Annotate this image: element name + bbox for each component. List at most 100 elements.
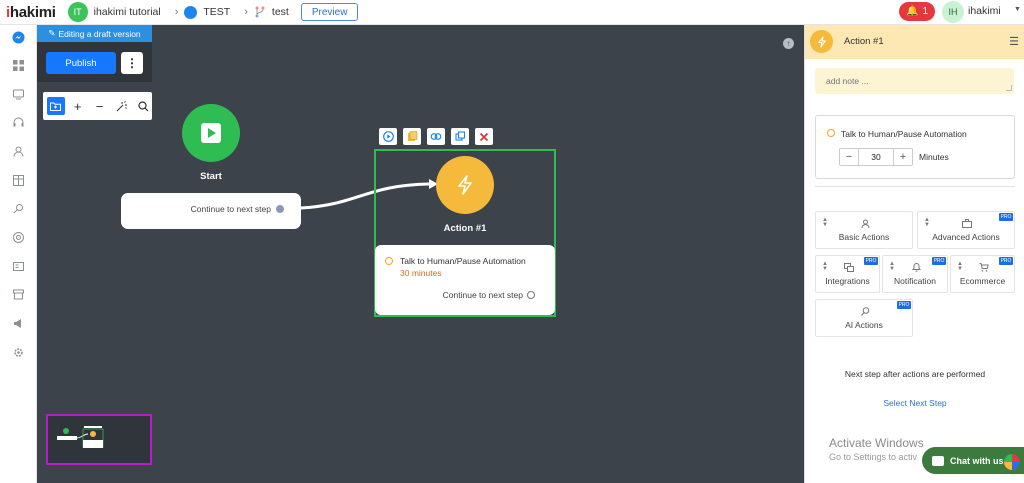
briefcase-icon (962, 218, 972, 228)
bolt-icon (810, 30, 833, 53)
arrow-up-icon[interactable]: ↑ (783, 38, 794, 49)
panel-title[interactable]: Action #1 (844, 36, 884, 47)
search-icon (860, 306, 870, 316)
dashboard-icon[interactable] (11, 58, 25, 72)
increment-button[interactable]: + (899, 151, 907, 163)
user-name[interactable]: ihakimi (968, 5, 1001, 17)
panel-header: Action #1 ☰ (805, 25, 1024, 59)
sort-arrows-icon: ▲▼ (957, 261, 963, 272)
start-label: Start (200, 171, 222, 182)
headset-icon[interactable] (11, 115, 25, 129)
more-options-icon[interactable]: ⋮ (121, 52, 143, 74)
pro-badge: PRO (999, 257, 1013, 265)
bell-icon (911, 262, 921, 272)
action-card[interactable]: Talk to Human/Pause Automation 30 minute… (375, 245, 555, 315)
category-label: AI Actions (845, 320, 883, 330)
decrement-button[interactable]: − (845, 151, 853, 163)
output-port[interactable] (276, 205, 284, 213)
add-folder-icon[interactable] (47, 97, 65, 115)
connection-edge (300, 179, 438, 210)
category-advanced-actions[interactable]: ▲▼ Advanced Actions PRO (917, 211, 1015, 249)
chat-icon (932, 455, 944, 466)
publish-bar: Publish ⋮ (37, 42, 152, 82)
search-icon[interactable] (134, 97, 152, 115)
pro-badge: PRO (864, 257, 878, 265)
category-notification[interactable]: ▲▼ Notification PRO (882, 255, 948, 293)
flow-icon (255, 6, 265, 18)
sort-arrows-icon: ▲▼ (822, 217, 828, 228)
category-basic-actions[interactable]: ▲▼ Basic Actions (815, 211, 913, 249)
talk-label: Talk to Human/Pause Automation (841, 129, 967, 139)
flows-icon[interactable] (11, 173, 25, 187)
broadcast-icon[interactable] (11, 316, 25, 330)
pause-icon (827, 129, 835, 137)
activate-windows-title: Activate Windows (829, 436, 924, 450)
inbox-icon[interactable] (11, 87, 25, 101)
zoom-out-icon[interactable]: − (95, 98, 104, 114)
app-logo[interactable]: ihakimi (6, 3, 56, 21)
select-next-step-link[interactable]: Select Next Step (883, 398, 947, 408)
breadcrumb-channel[interactable]: TEST (203, 6, 231, 18)
note-input[interactable] (815, 68, 1014, 94)
draft-banner-text: Editing a draft version (58, 28, 141, 39)
delete-icon[interactable] (475, 128, 493, 145)
notification-button[interactable]: 🔔 1 (899, 2, 935, 21)
flow-canvas[interactable]: ✎ Editing a draft version Publish ⋮ + − … (37, 25, 804, 483)
category-ecommerce[interactable]: ▲▼ Ecommerce PRO (950, 255, 1015, 293)
messenger-icon[interactable] (11, 30, 25, 44)
auto-arrange-icon[interactable] (112, 97, 130, 115)
messenger-icon (184, 5, 198, 19)
canvas-toolbar: + − (43, 92, 152, 120)
action-title: Talk to Human/Pause Automation (400, 256, 526, 266)
chat-label: Chat with us (950, 455, 1004, 466)
brand-badge-icon[interactable] (1004, 454, 1020, 470)
logo-text: hakimi (9, 3, 56, 21)
start-node[interactable] (182, 104, 240, 162)
notification-count: 1 (922, 6, 928, 17)
resize-handle-icon[interactable] (1006, 85, 1012, 91)
note-icon[interactable] (403, 128, 421, 145)
link-icon[interactable] (427, 128, 445, 145)
zoom-in-icon[interactable]: + (73, 98, 82, 114)
pro-badge: PRO (897, 301, 911, 309)
action-node[interactable] (436, 156, 494, 214)
hamburger-icon[interactable]: ☰ (1009, 36, 1019, 48)
sort-arrows-icon: ▲▼ (889, 261, 895, 272)
chevron-right-icon: › (244, 6, 248, 18)
start-next-step: Continue to next step (190, 204, 271, 214)
breadcrumb-workspace[interactable]: ihakimi tutorial (93, 6, 161, 18)
category-label: Integrations (825, 276, 870, 286)
bolt-icon (458, 175, 472, 195)
divider (815, 186, 1015, 187)
minutes-input[interactable] (858, 149, 894, 165)
play-circle-icon[interactable] (379, 128, 397, 145)
talk-to-human-box: Talk to Human/Pause Automation − + Minut… (815, 115, 1015, 179)
user-avatar[interactable]: IH (942, 1, 964, 23)
category-label: Basic Actions (838, 232, 890, 242)
chevron-down-icon[interactable]: ▼ (1014, 6, 1021, 13)
gear-icon[interactable] (11, 345, 25, 359)
user-icon (860, 218, 870, 228)
top-bar: ihakimi IT ihakimi tutorial › TEST › tes… (0, 0, 1024, 25)
category-label: Notification (893, 276, 937, 286)
start-card[interactable]: Continue to next step (121, 193, 301, 229)
duplicate-icon[interactable] (451, 128, 469, 145)
preview-button[interactable]: Preview (300, 3, 359, 21)
minimap[interactable] (46, 414, 152, 465)
settings-circle-icon[interactable] (11, 230, 25, 244)
publish-button[interactable]: Publish (46, 52, 116, 74)
tools-icon[interactable] (11, 201, 25, 215)
breadcrumb-flow[interactable]: test (271, 6, 289, 18)
media-icon[interactable] (11, 259, 25, 273)
contact-icon[interactable] (11, 144, 25, 158)
pro-badge: PRO (999, 213, 1013, 221)
workspace-avatar[interactable]: IT (67, 2, 88, 22)
output-port[interactable] (527, 291, 535, 299)
selected-node-frame (374, 149, 556, 317)
minimap-preview (57, 426, 104, 448)
category-label: Ecommerce (959, 276, 1006, 286)
archive-icon[interactable] (11, 287, 25, 301)
category-ai-actions[interactable]: AI Actions PRO (815, 299, 913, 337)
category-integrations[interactable]: ▲▼ Integrations PRO (815, 255, 880, 293)
play-icon (201, 123, 221, 143)
